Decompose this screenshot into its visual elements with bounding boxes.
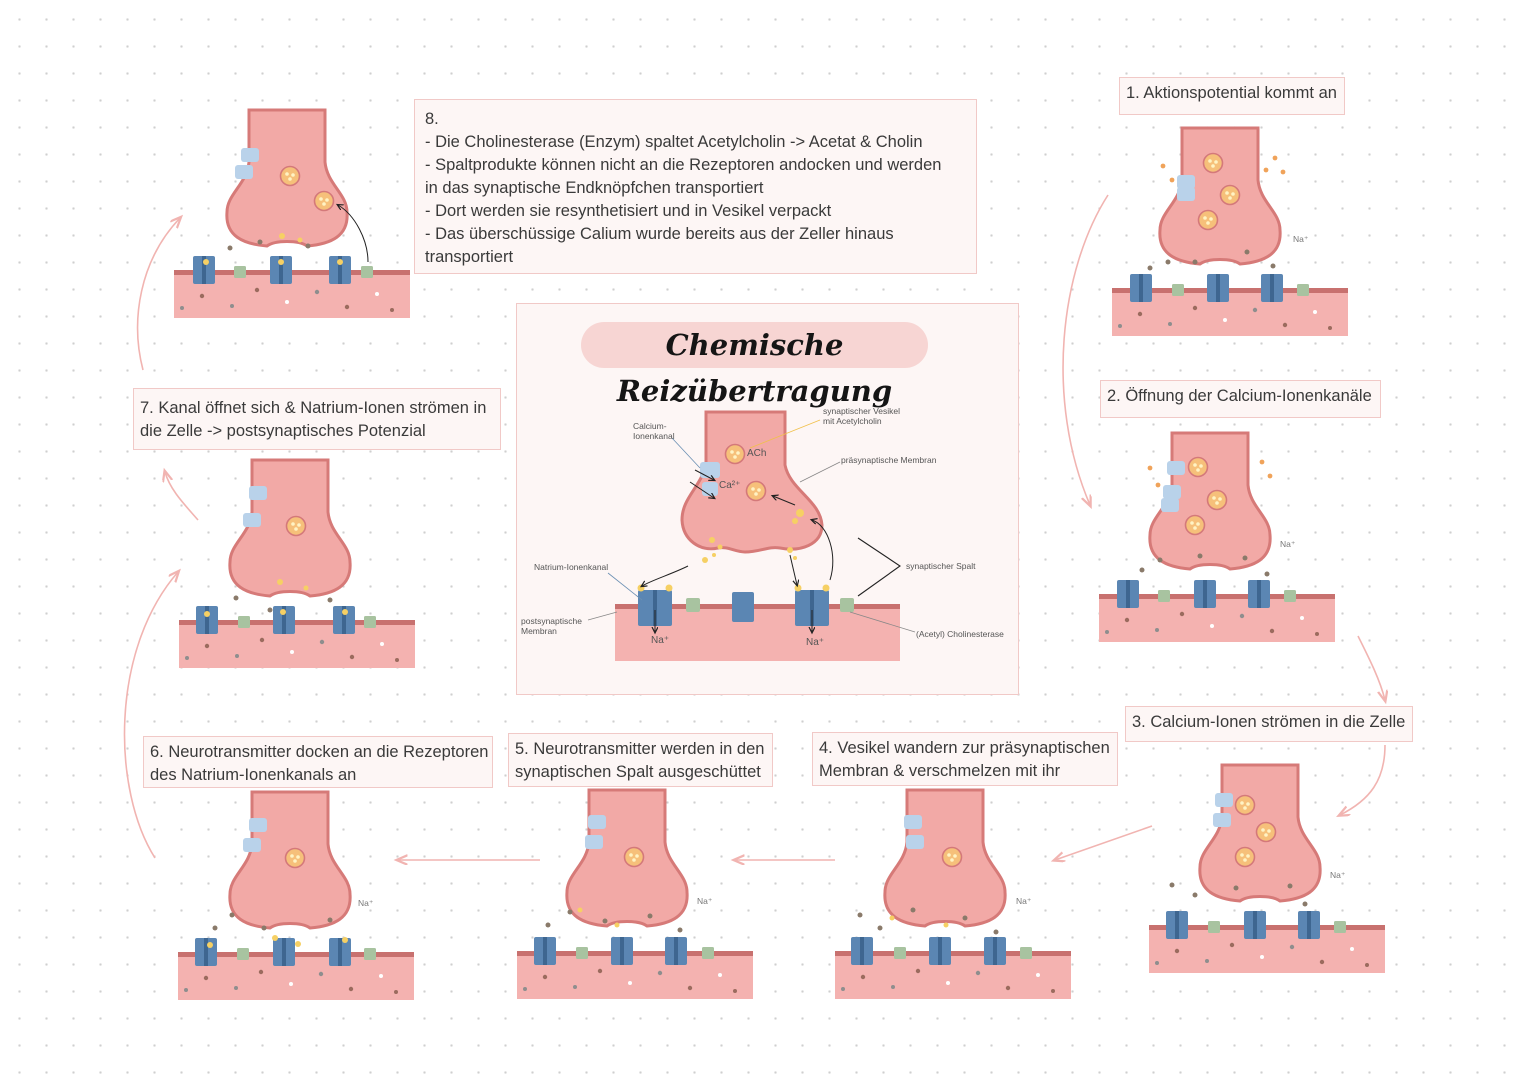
label-presynaptic-membrane: präsynaptische Membran <box>841 455 937 465</box>
synapse-step-5 <box>517 788 753 999</box>
na-label-1: Na⁺ <box>1293 234 1309 244</box>
synapse-step-8 <box>174 108 410 318</box>
step-6-box: 6. Neurotransmitter docken an die Rezept… <box>143 736 493 788</box>
synapse-step-3 <box>1149 763 1385 973</box>
label-na-right: Na⁺ <box>806 637 825 648</box>
label-cleft: synaptischer Spalt <box>906 561 976 571</box>
main-synapse <box>587 410 916 661</box>
label-ca: Ca²⁺ <box>719 480 741 491</box>
step-3-box: 3. Calcium-Ionen strömen in die Zelle <box>1125 706 1413 742</box>
label-calcium-channel: Calcium-Ionenkanal <box>633 421 675 441</box>
label-ach: ACh <box>747 448 767 459</box>
page-title: Chemische Reizübertragung <box>616 328 893 408</box>
step-1-box: 1. Aktionspotential kommt an <box>1119 77 1345 115</box>
na-label-2: Na⁺ <box>1280 539 1296 549</box>
na-label-5: Na⁺ <box>697 896 713 906</box>
label-na-left: Na⁺ <box>651 635 670 646</box>
step-7-box: 7. Kanal öffnet sich & Natrium-Ionen str… <box>133 388 501 450</box>
title-highlight <box>581 322 928 368</box>
step-2-box: 2. Öffnung der Calcium-Ionenkanäle <box>1100 380 1381 418</box>
step-8-box: 8. - Die Cholinesterase (Enzym) spaltet … <box>414 99 977 274</box>
synapse-step-4 <box>835 788 1071 999</box>
synapse-step-2 <box>1099 431 1335 642</box>
synapse-step-6 <box>178 790 414 1000</box>
na-label-4: Na⁺ <box>1016 896 1032 906</box>
na-label-3: Na⁺ <box>1330 870 1346 880</box>
synapse-step-1 <box>1112 126 1348 336</box>
synapse-step-7 <box>179 458 415 668</box>
label-cholinesterase: (Acetyl) Cholinesterase <box>916 629 1004 639</box>
label-sodium-channel: Natrium-Ionenkanal <box>534 562 609 572</box>
na-label-6: Na⁺ <box>358 898 374 908</box>
